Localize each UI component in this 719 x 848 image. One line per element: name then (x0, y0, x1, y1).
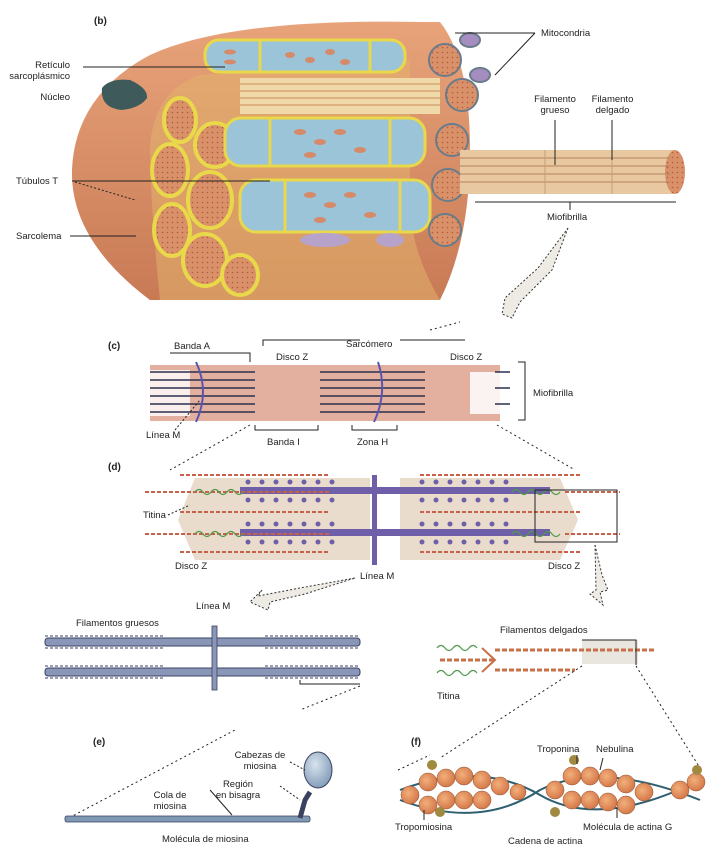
reticulum-pores (224, 49, 376, 223)
myosin-heads-d (245, 479, 509, 545)
label-miofibrilla-c: Miofibrilla (533, 388, 574, 399)
panel-tag-e: (e) (93, 737, 106, 748)
thin-filaments-illustration (436, 639, 701, 769)
label-filamentos-gruesos: Filamentos gruesos (76, 618, 159, 629)
label-sarcolema: Sarcolema (16, 231, 62, 242)
label-cola-miosina: Cola de miosina (153, 790, 187, 812)
label-miofibrilla-b: Miofibrilla (547, 212, 588, 223)
panel-tag-c: (c) (108, 341, 121, 352)
label-banda-i: Banda I (267, 437, 300, 448)
sarcomere-illustration (130, 321, 576, 471)
nucleus (101, 79, 148, 110)
label-linea-m-c: Línea M (146, 430, 181, 441)
label-titina-thin: Titina (437, 691, 460, 702)
zoom-arrow-d-thick (249, 577, 356, 611)
thin-filament-zoom-box (534, 489, 618, 543)
myosin-head (303, 751, 333, 789)
thick-filaments-illustration (44, 625, 361, 711)
extended-myofibril (460, 150, 685, 194)
label-tubulos-t: Túbulos T (16, 176, 59, 187)
muscle-fiber-illustration (70, 21, 685, 319)
label-filamentos-delgados: Filamentos delgados (500, 625, 588, 636)
label-reticulo-sarcoplasmico: Retículo sarcoplásmico (9, 60, 70, 82)
leader-lines-b (70, 32, 676, 237)
label-disco-z-d2: Disco Z (548, 561, 581, 572)
mitochondria-cluster (428, 32, 491, 247)
label-mitocondria: Mitocondria (541, 28, 591, 39)
panel-tag-d: (d) (108, 462, 121, 473)
exposed-myofibril (240, 78, 440, 114)
t-tubule-network (150, 96, 260, 297)
label-disco-z-c2: Disco Z (450, 352, 483, 363)
panel-tag-f: (f) (411, 737, 421, 748)
label-filamento-grueso: Filamento grueso (534, 94, 576, 116)
label-nucleo: Núcleo (40, 92, 70, 103)
label-zona-h: Zona H (357, 437, 389, 448)
label-disco-z-d1: Disco Z (175, 561, 208, 572)
leader-lines-c (169, 321, 576, 471)
label-linea-m-d: Línea M (360, 571, 395, 582)
label-disco-z-c1: Disco Z (276, 352, 309, 363)
actin-g-molecules (400, 766, 706, 815)
label-troponina: Troponina (537, 744, 580, 755)
zoom-arrow-d-thin (589, 544, 609, 607)
label-banda-a: Banda A (174, 341, 210, 352)
label-actina-g: Molécula de actina G (583, 822, 673, 833)
label-nebulina: Nebulina (596, 744, 634, 755)
label-linea-m-thick: Línea M (196, 601, 231, 612)
myosin-molecule-illustration (64, 729, 333, 823)
panel-tag-b: (b) (94, 16, 107, 27)
label-titina-d: Titina (143, 510, 166, 521)
sarcoplasmic-reticulum (203, 38, 432, 234)
label-cadena-actina: Cadena de actina (508, 836, 583, 847)
label-filamento-delgado: Filamento delgado (591, 94, 634, 116)
label-tropomiosina: Tropomiosina (395, 822, 453, 833)
zoom-arrow-b-c (501, 227, 569, 319)
label-molecula-miosina: Molécula de miosina (162, 834, 249, 845)
label-region-bisagra: Región en bisagra (215, 779, 261, 801)
filament-detail-illustration (145, 474, 620, 611)
actin-chain-illustration (397, 754, 706, 820)
label-sarcomero: Sarcómero (346, 339, 393, 350)
label-cabezas-miosina: Cabezas de miosina (234, 750, 286, 772)
